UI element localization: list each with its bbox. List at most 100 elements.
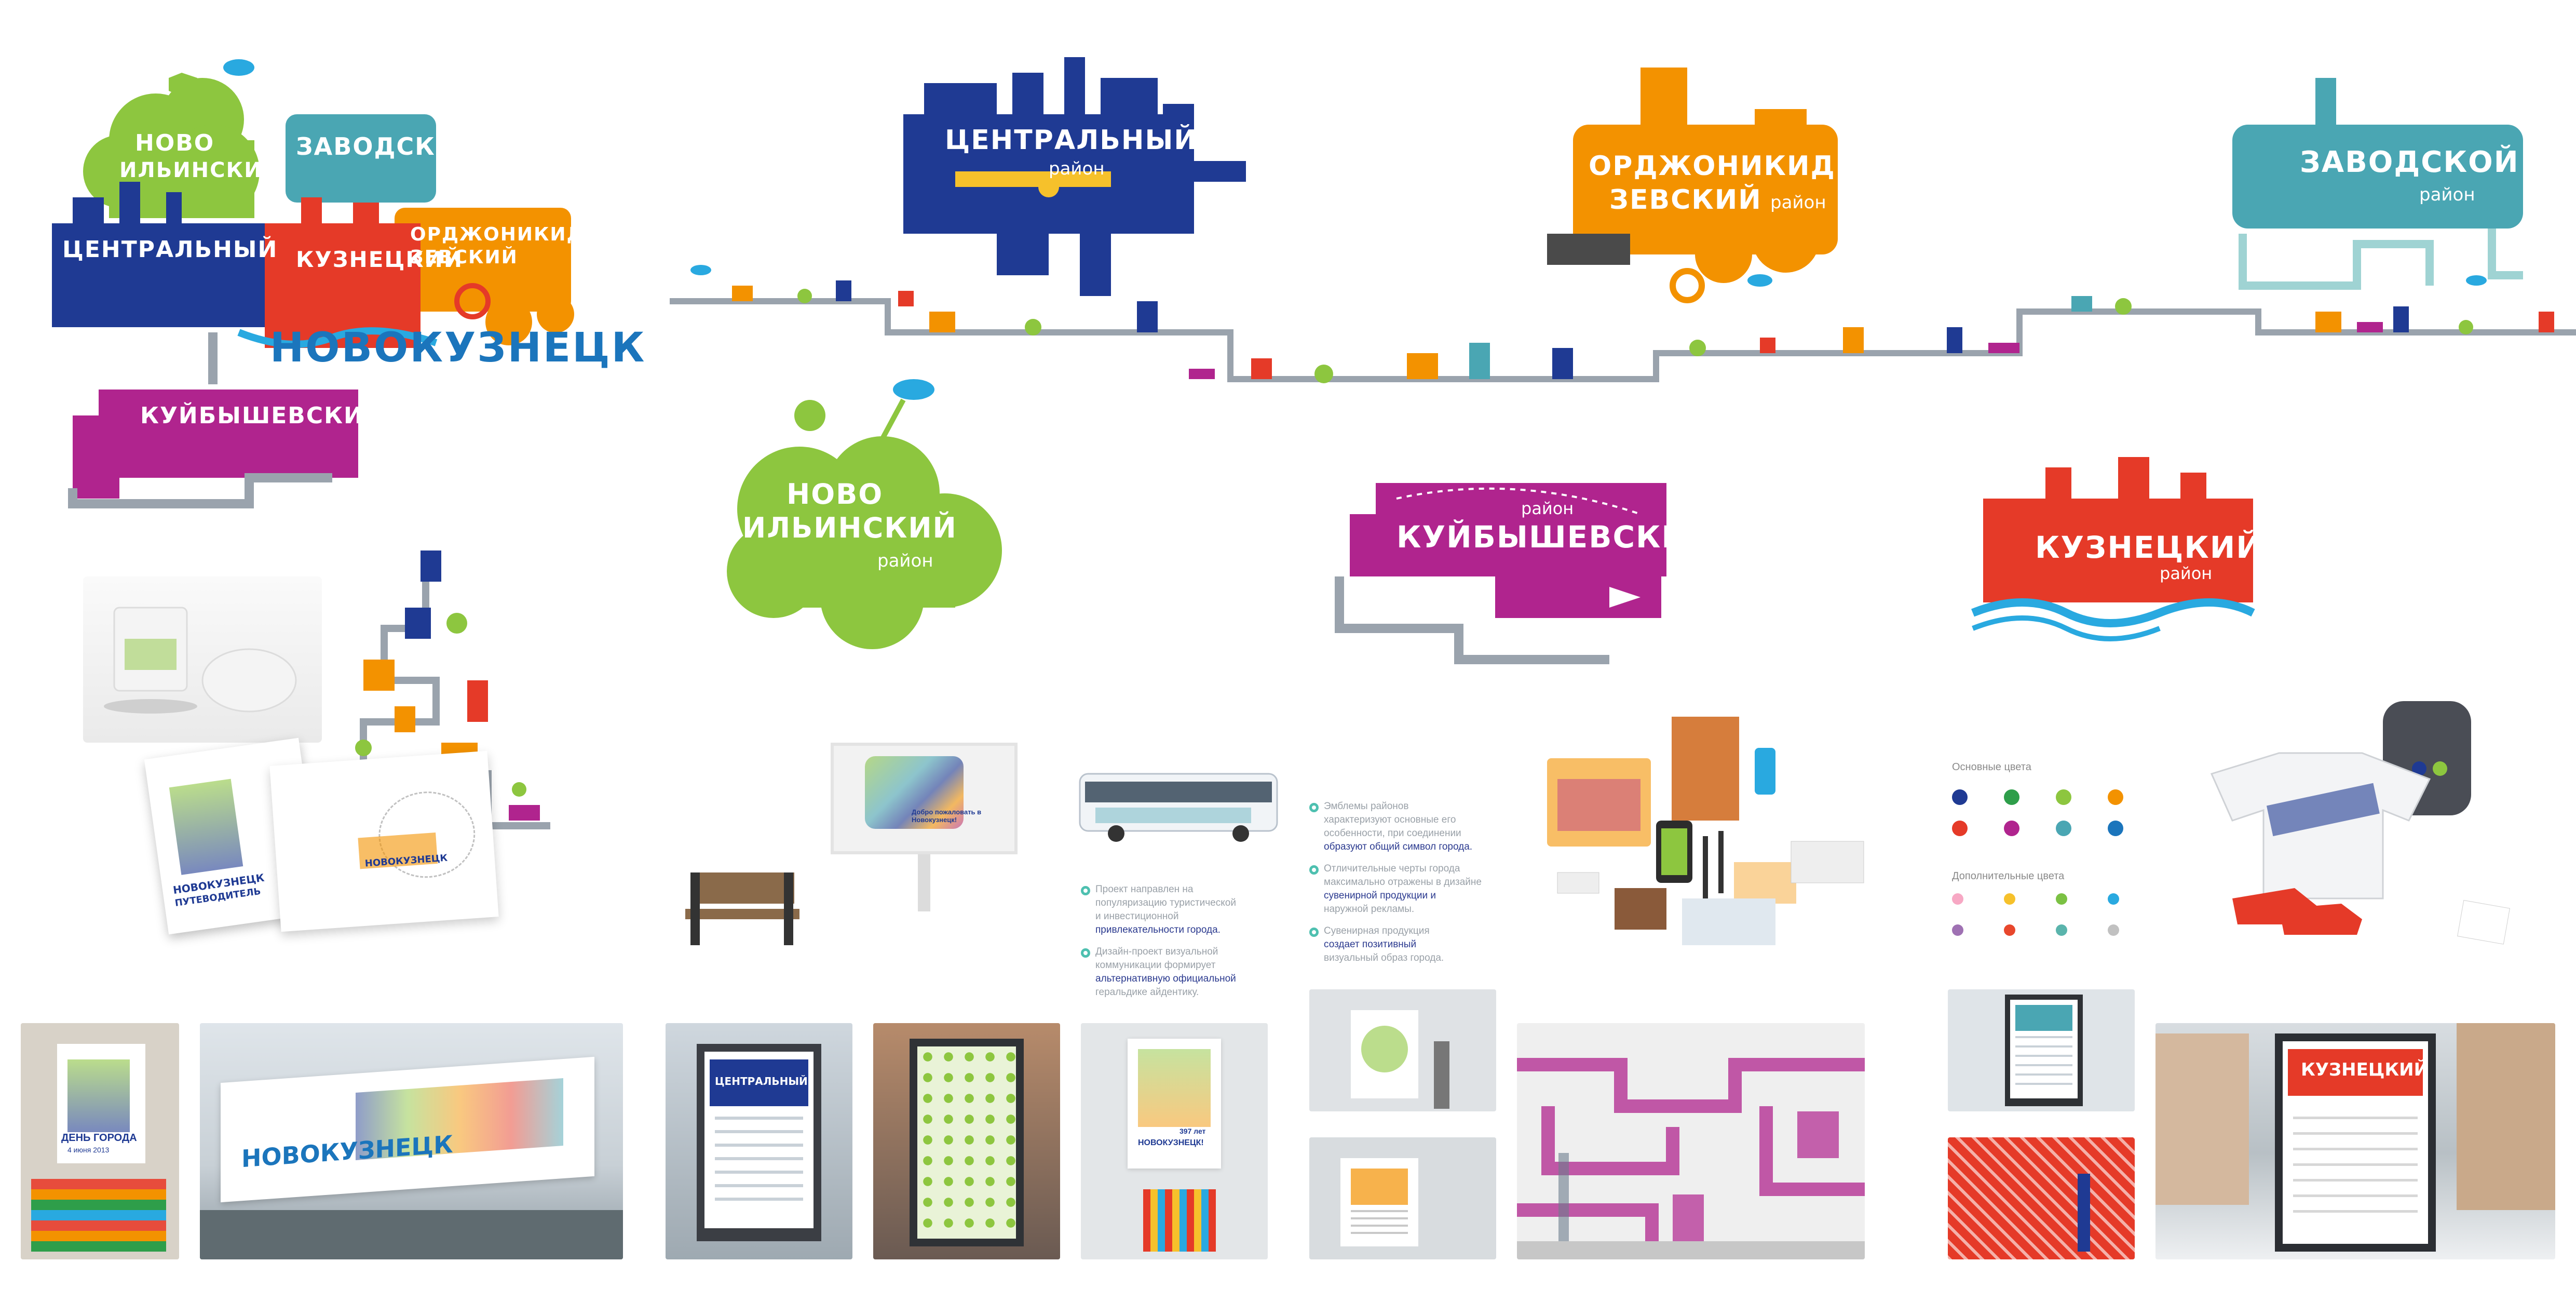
poster-city-day-date: 4 июня 2013 <box>67 1146 110 1154</box>
zavodskoy-title: ЗАВОДСКОЙ <box>2300 145 2519 179</box>
text-line: характеризуют основные его <box>1324 814 1456 825</box>
color-swatch <box>1952 821 1968 836</box>
kuybyshevskiy-subtitle: район <box>1521 499 1574 518</box>
city-panorama-strip <box>670 249 2576 467</box>
billboard-welcome: Добро пожаловать в Новокузнецк! <box>825 743 1023 911</box>
color-swatch <box>2056 789 2071 805</box>
text-line: Сувенирная продукция <box>1324 925 1430 936</box>
cluster-label-ordzhonikidzevskiy: ОРДЖОНИКИД ЗЕВСКИЙ <box>410 224 585 268</box>
bus-mockup <box>1075 763 1282 847</box>
cluster-label-zavodskoy: ЗАВОДСКОЙ <box>296 132 478 160</box>
kuznetskiy-title: КУЗНЕЦКИЙ <box>2035 530 2262 565</box>
text-line: визуальный образ города. <box>1324 952 1444 963</box>
color-swatch <box>2108 789 2123 805</box>
zavodskoy-subtitle: район <box>2419 184 2475 205</box>
color-swatch <box>2056 924 2067 936</box>
cluster-label-ilinskiy: ИЛЬИНСКИЙ <box>119 158 281 182</box>
novoilinskiy-subtitle: район <box>877 550 933 571</box>
text-line: Отличительные черты города <box>1324 863 1460 874</box>
color-swatch <box>2108 924 2119 936</box>
centralny-subtitle: район <box>1049 158 1105 179</box>
street-poster-title: КУЗНЕЦКИЙ <box>2301 1059 2429 1080</box>
poster-city-day-title: ДЕНЬ ГОРОДА <box>61 1132 137 1144</box>
photo-poster-city-day: ДЕНЬ ГОРОДА 4 июня 2013 <box>21 1023 179 1259</box>
bullet-icon <box>1081 948 1090 958</box>
bullet-icon <box>1309 803 1319 812</box>
text-line: сувенирной продукции и <box>1324 890 1436 901</box>
kuybyshevskiy-emblem: район КУЙБЫШЕВСКИЙ <box>1319 467 1713 675</box>
color-swatch <box>2004 893 2015 905</box>
novoilinskiy-emblem: НОВО ИЛЬИНСКИЙ район <box>696 374 1028 665</box>
color-swatch <box>2108 893 2119 905</box>
zavodskoy-emblem: ЗАВОДСКОЙ район <box>2222 68 2533 296</box>
photo-poster-anniversary: 397 лет НОВОКУЗНЕЦК! <box>1081 1023 1268 1259</box>
text-line: Дизайн-проект визуальной <box>1095 946 1218 957</box>
photo-interior-poster-1 <box>1309 989 1496 1111</box>
photo-street-citylight-1 <box>1948 989 2135 1111</box>
photo-citylight-pattern <box>873 1023 1060 1259</box>
photo-interior-poster-2 <box>1309 1137 1496 1259</box>
city-emblem-shapes <box>52 59 574 508</box>
text-line: коммуникации формирует <box>1095 960 1216 971</box>
billboard-welcome-text: Добро пожаловать в Новокузнецк! <box>912 808 982 824</box>
text-line: максимально отражены в дизайне <box>1324 877 1482 888</box>
cluster-label-novo: НОВО <box>135 130 215 156</box>
photo-red-pattern-room <box>1948 1137 2135 1259</box>
text-line: Эмблемы районов <box>1324 801 1409 812</box>
text-line: привлекательности города. <box>1095 924 1221 935</box>
city-name: НОВОКУЗНЕЦК <box>270 325 646 371</box>
text-line: альтернативную официальной <box>1095 973 1236 984</box>
photo-citylight-centralny: ЦЕНТРАЛЬНЫЙ <box>666 1023 852 1259</box>
kuybyshevskiy-title: КУЙБЫШЕВСКИЙ <box>1397 519 1714 555</box>
ordzhonikidzevskiy-title2: ЗЕВСКИЙ <box>1609 184 1762 216</box>
color-swatch <box>2004 924 2015 936</box>
color-swatch <box>2004 789 2019 805</box>
color-swatch <box>2108 821 2123 836</box>
photo-office-wall <box>1517 1023 1865 1259</box>
text-line: популяризацию туристической <box>1095 897 1236 908</box>
bullet-icon <box>1309 928 1319 937</box>
mug-mockup <box>83 576 322 743</box>
color-swatch <box>1952 893 1963 905</box>
kuznetskiy-emblem: КУЗНЕЦКИЙ район <box>1962 447 2284 654</box>
text-line: наружной рекламы. <box>1324 904 1415 915</box>
poster-anniversary-years: 397 лет <box>1179 1127 1206 1135</box>
photo-billboard-highway: НОВОКУЗНЕЦК <box>200 1023 623 1259</box>
text-line: образуют общий символ города. <box>1324 841 1473 852</box>
bench-mockup <box>680 862 810 950</box>
centralny-emblem: ЦЕНТРАЛЬНЫЙ район <box>893 52 1256 301</box>
cluster-label-kuznetskiy: КУЗНЕЦКИЙ <box>296 247 463 272</box>
photo-street-kuznetskiy: КУЗНЕЦКИЙ <box>2155 1023 2555 1259</box>
novoilinskiy-title1: НОВО <box>787 478 884 511</box>
citylight-title: ЦЕНТРАЛЬНЫЙ <box>715 1075 808 1087</box>
ordzhonikidzevskiy-subtitle: район <box>1770 192 1826 213</box>
palette-main-swatches <box>1952 789 2170 857</box>
text-line: Проект направлен на <box>1095 884 1194 895</box>
color-swatch <box>2056 893 2067 905</box>
color-swatch <box>2056 821 2071 836</box>
bullet-icon <box>1309 865 1319 875</box>
color-swatch <box>2004 821 2019 836</box>
poster-anniversary-city: НОВОКУЗНЕЦК! <box>1138 1138 1204 1147</box>
text-line: и инвестиционной <box>1095 911 1179 922</box>
palette-extra-title: Дополнительные цвета <box>1952 870 2065 882</box>
guidebook-spread: НОВОКУЗНЕЦК <box>269 750 499 932</box>
text-line: геральдике айдентику. <box>1095 987 1199 998</box>
cluster-label-kuybyshevskiy: КУЙБЫШЕВСКИЙ <box>140 402 384 429</box>
cluster-label-centralny: ЦЕНТРАЛЬНЫЙ <box>62 236 278 263</box>
backpack-tshirt-mockup <box>2191 691 2565 961</box>
palette-main-title: Основные цвета <box>1952 761 2031 773</box>
souvenir-flatlay <box>1547 717 1879 966</box>
text-line: особенности, при соединении <box>1324 828 1461 839</box>
guidebook-mockup: НОВОКУЗНЕЦК ПУТЕВОДИТЕЛЬ НОВОКУЗНЕЦК <box>144 737 499 935</box>
palette-extra-swatches <box>1952 893 2170 956</box>
color-swatch <box>1952 789 1968 805</box>
ordzhonikidzevskiy-title1: ОРДЖОНИКИД <box>1589 151 1836 182</box>
text-line: создает позитивный <box>1324 939 1417 950</box>
novokuznetsk-city-emblem: НОВО ИЛЬИНСКИЙ ЗАВОДСКОЙ ЦЕНТРАЛЬНЫЙ КУЗ… <box>42 52 644 519</box>
color-swatch <box>1952 924 1963 936</box>
kuznetskiy-subtitle: район <box>2160 563 2213 583</box>
centralny-title: ЦЕНТРАЛЬНЫЙ <box>945 125 1198 156</box>
ordzhonikidzevskiy-emblem: ОРДЖОНИКИД ЗЕВСКИЙ район <box>1537 47 1859 317</box>
novoilinskiy-title2: ИЛЬИНСКИЙ <box>742 512 957 544</box>
